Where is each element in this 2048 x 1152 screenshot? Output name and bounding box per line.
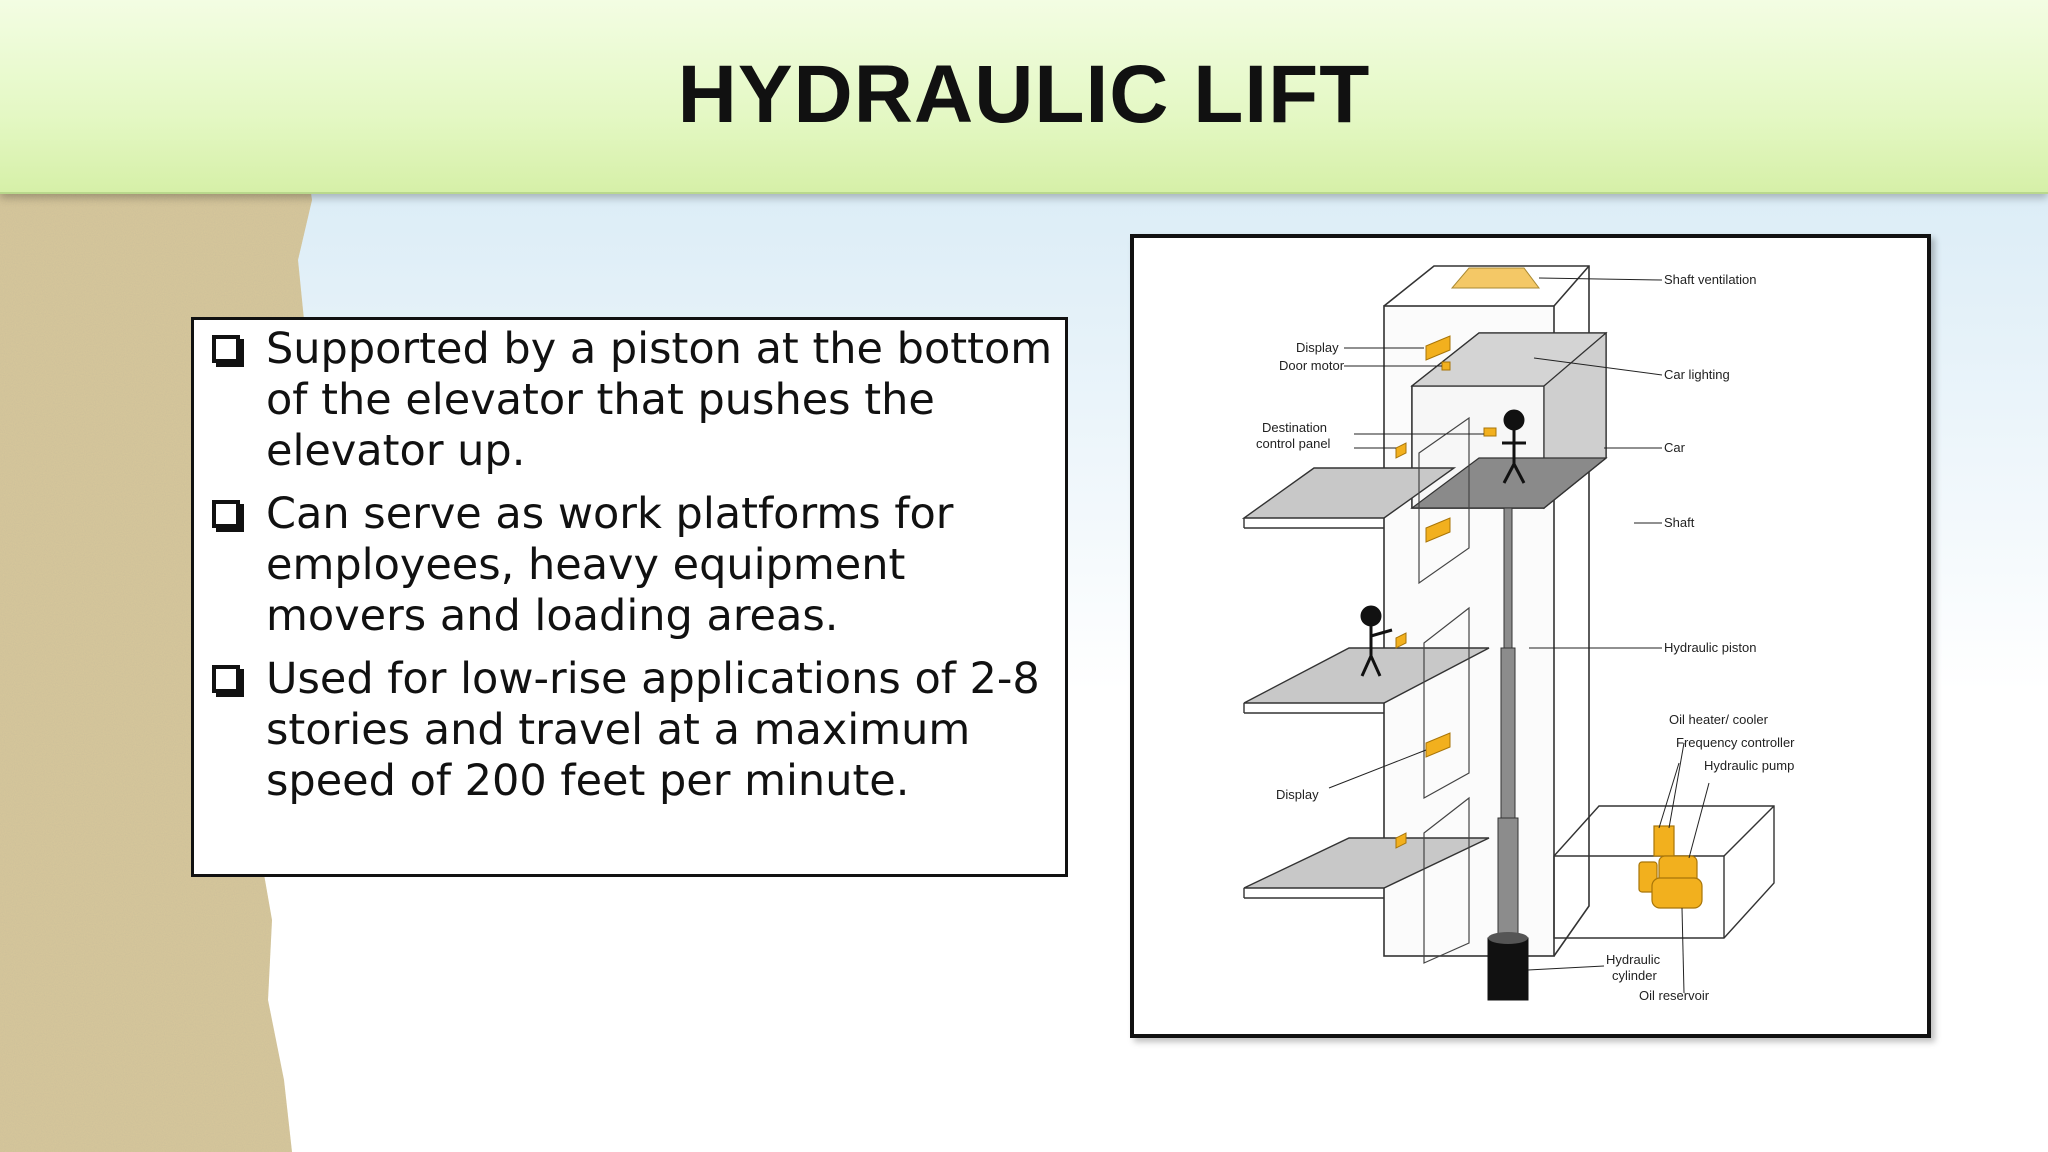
label-display-top: Display <box>1296 340 1339 355</box>
label-hydraulic-cylinder-line1: Hydraulic <box>1606 952 1661 967</box>
diagram-svg: Shaft ventilation Car lighting Car Shaft… <box>1241 265 1795 1003</box>
label-hydraulic-pump: Hydraulic pump <box>1704 758 1794 773</box>
label-display-bottom: Display <box>1276 787 1319 802</box>
person-on-floor-icon <box>1360 605 1393 677</box>
label-destination-line1: Destination <box>1262 420 1327 435</box>
checkbox-bullet-icon <box>212 500 240 528</box>
slide-title: HYDRAULIC LIFT <box>677 49 1371 140</box>
label-oil-reservoir: Oil reservoir <box>1639 988 1710 1003</box>
label-door-motor: Door motor <box>1279 358 1345 373</box>
hydraulic-lift-diagram: Shaft ventilation Car lighting Car Shaft… <box>1130 234 1931 1038</box>
label-car-lighting: Car lighting <box>1664 367 1730 382</box>
bullet-item: Can serve as work platforms for employee… <box>210 489 1055 642</box>
label-oil-heater-cooler: Oil heater/ cooler <box>1669 712 1769 727</box>
label-hydraulic-piston: Hydraulic piston <box>1664 640 1757 655</box>
label-car: Car <box>1664 440 1686 455</box>
label-shaft: Shaft <box>1664 515 1695 530</box>
bullet-text: Supported by a piston at the bottom of t… <box>266 324 1053 476</box>
checkbox-bullet-icon <box>212 665 240 693</box>
checkbox-bullet-icon <box>212 335 240 363</box>
bullet-text-box: Supported by a piston at the bottom of t… <box>191 317 1068 877</box>
label-frequency-controller: Frequency controller <box>1676 735 1795 750</box>
label-shaft-ventilation: Shaft ventilation <box>1664 272 1757 287</box>
person-in-car-icon <box>1502 409 1526 484</box>
bullet-list: Supported by a piston at the bottom of t… <box>210 324 1055 819</box>
label-hydraulic-cylinder-line2: cylinder <box>1612 968 1657 983</box>
label-destination-line2: control panel <box>1256 436 1331 451</box>
bullet-text: Can serve as work platforms for employee… <box>266 489 954 641</box>
bullet-text: Used for low-rise applications of 2-8 st… <box>266 654 1040 806</box>
bullet-item: Used for low-rise applications of 2-8 st… <box>210 654 1055 807</box>
title-banner: HYDRAULIC LIFT <box>0 0 2048 194</box>
bullet-item: Supported by a piston at the bottom of t… <box>210 324 1055 477</box>
